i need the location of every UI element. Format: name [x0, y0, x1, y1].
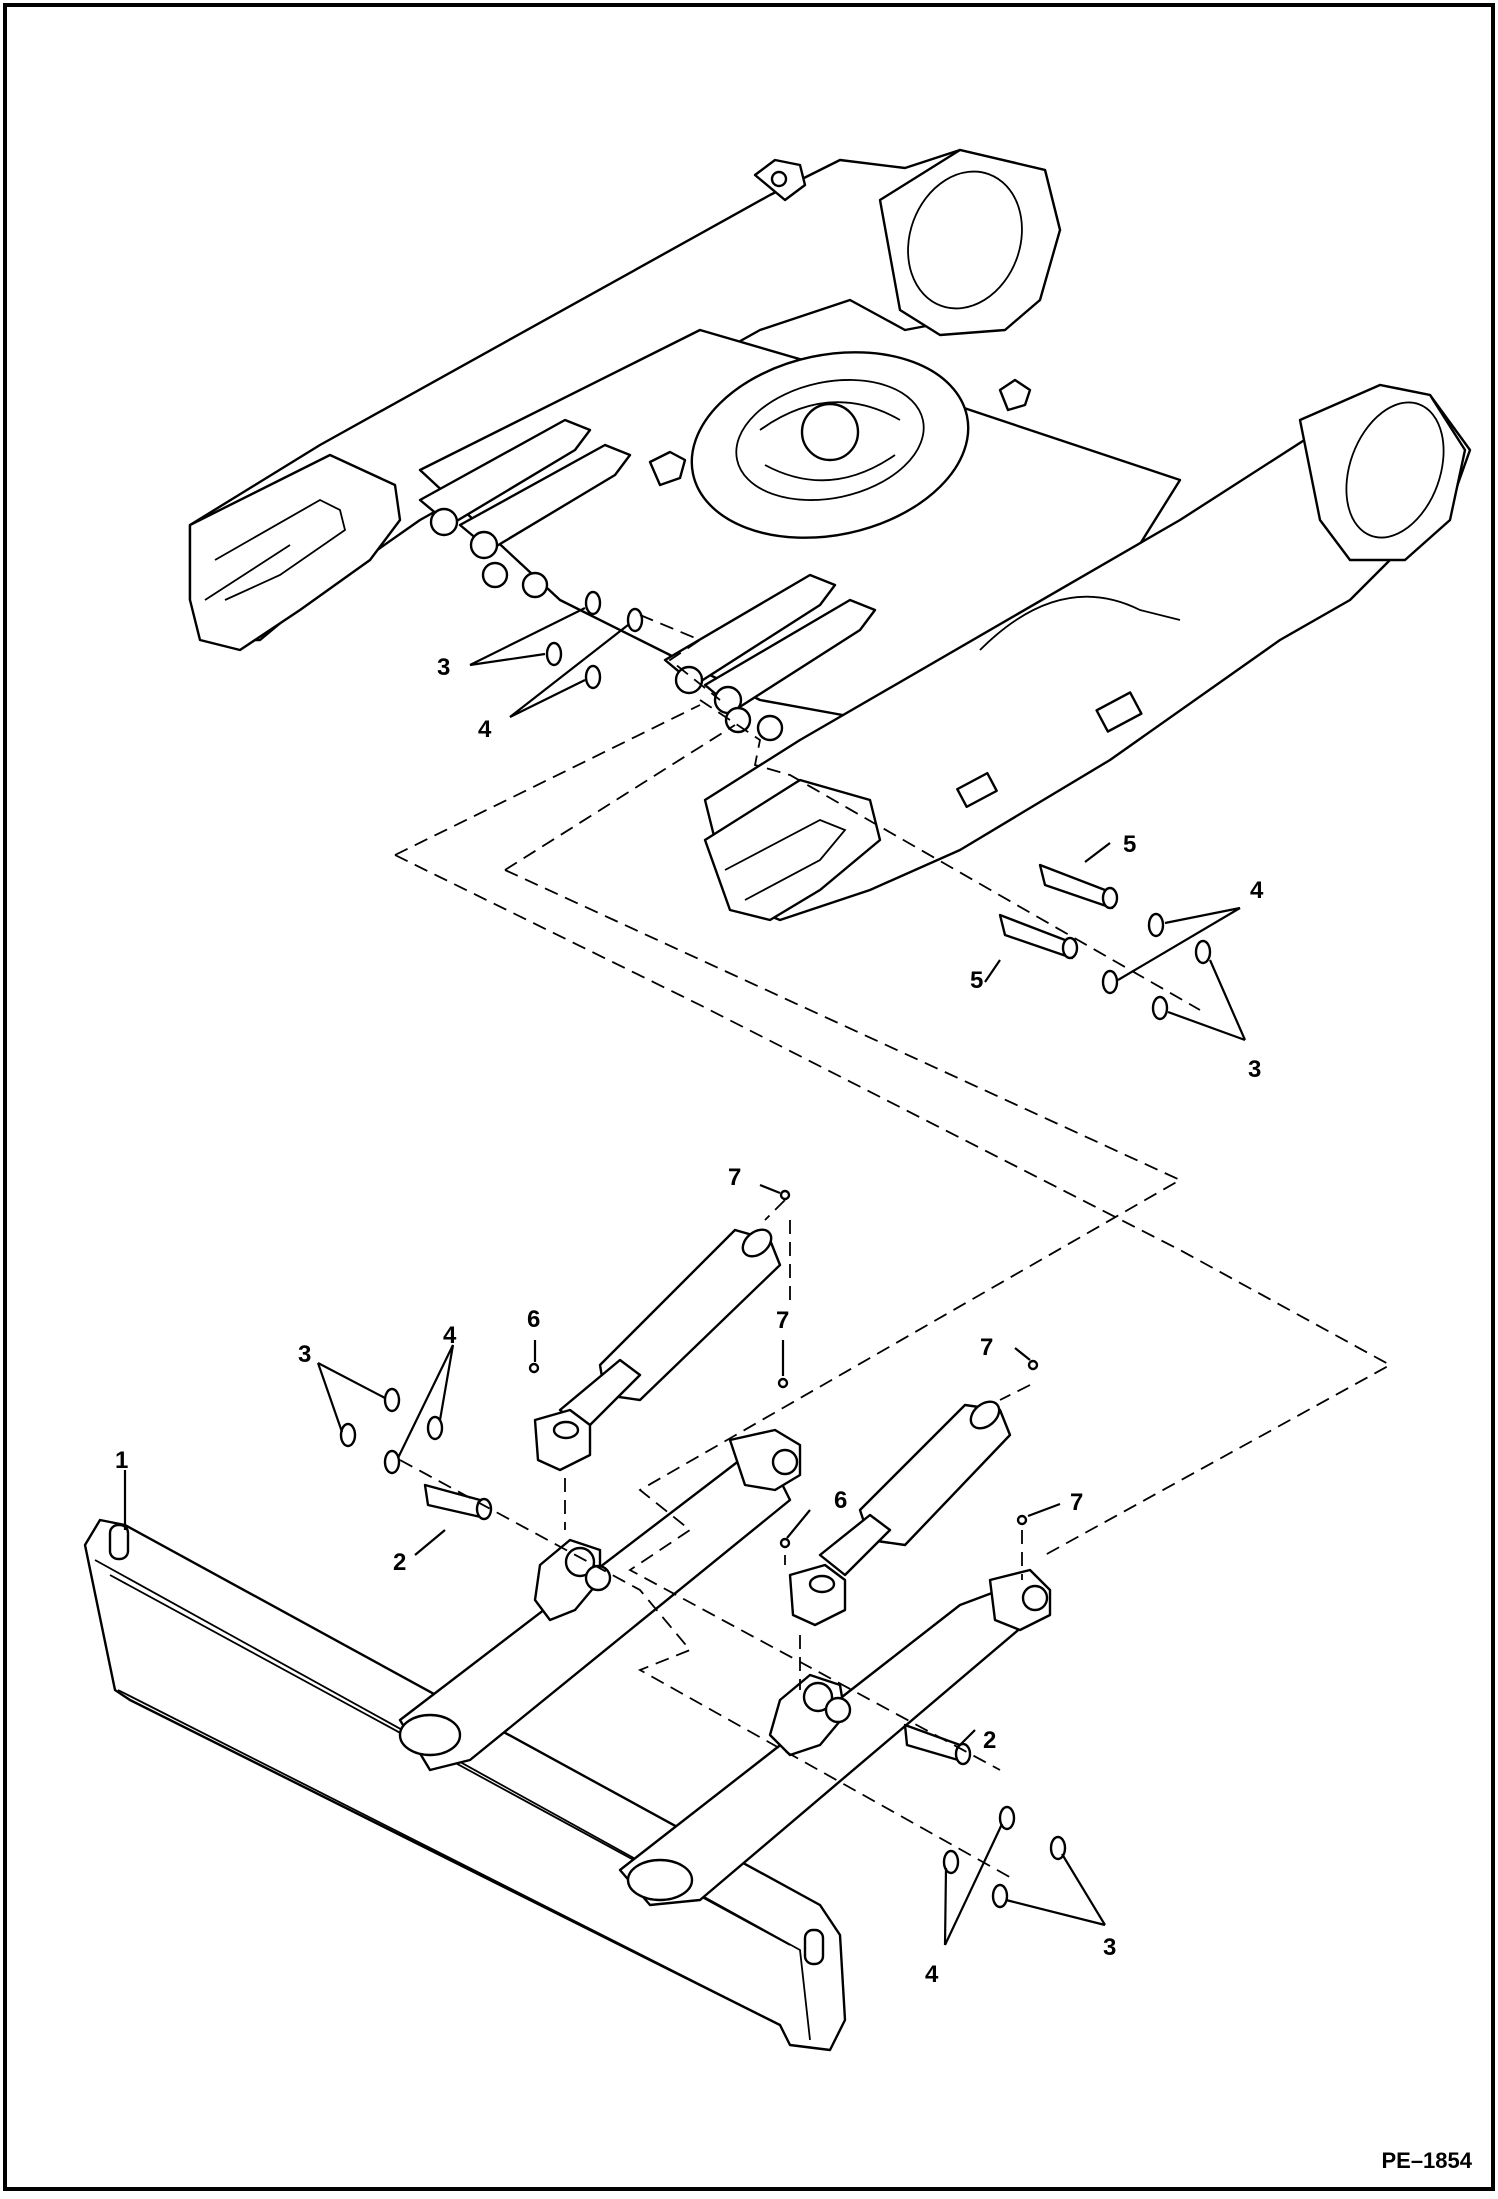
callouts: 3 4 5 5 4 3 7 6 7 7 3 4 1 2 6 7 2 4 3: [115, 654, 1264, 1988]
undercarriage-frame: [188, 148, 1472, 922]
callout-7-b: 7: [776, 1307, 789, 1334]
callout-4-top: 4: [478, 716, 492, 743]
callout-7-a: 7: [728, 1164, 741, 1191]
callout-3-left: 3: [298, 1341, 311, 1368]
callout-5-a: 5: [1123, 831, 1136, 858]
figure-code: PE–1854: [1381, 2148, 1472, 2173]
callout-1: 1: [115, 1447, 128, 1474]
callout-3-right: 3: [1248, 1056, 1261, 1083]
callout-7-d: 7: [1070, 1489, 1083, 1516]
leader-lines: [123, 607, 1247, 1946]
dozer-blade-assembly: [83, 863, 1119, 2052]
callout-4-left: 4: [443, 1322, 457, 1349]
frame-border: [3, 3, 1495, 2191]
shims-washers: [339, 590, 1212, 1909]
callout-3-bottom: 3: [1103, 1934, 1116, 1961]
assembly-lines: [394, 614, 1392, 1881]
callout-4-right: 4: [1250, 877, 1264, 904]
callout-6-b: 6: [834, 1487, 847, 1514]
callout-2-right: 2: [983, 1727, 996, 1754]
callout-5-b: 5: [970, 967, 983, 994]
callout-3-top: 3: [437, 654, 450, 681]
callout-2-left: 2: [393, 1549, 406, 1576]
callout-4-bottom: 4: [925, 1961, 939, 1988]
callout-6-a: 6: [527, 1306, 540, 1333]
callout-7-c: 7: [980, 1334, 993, 1361]
